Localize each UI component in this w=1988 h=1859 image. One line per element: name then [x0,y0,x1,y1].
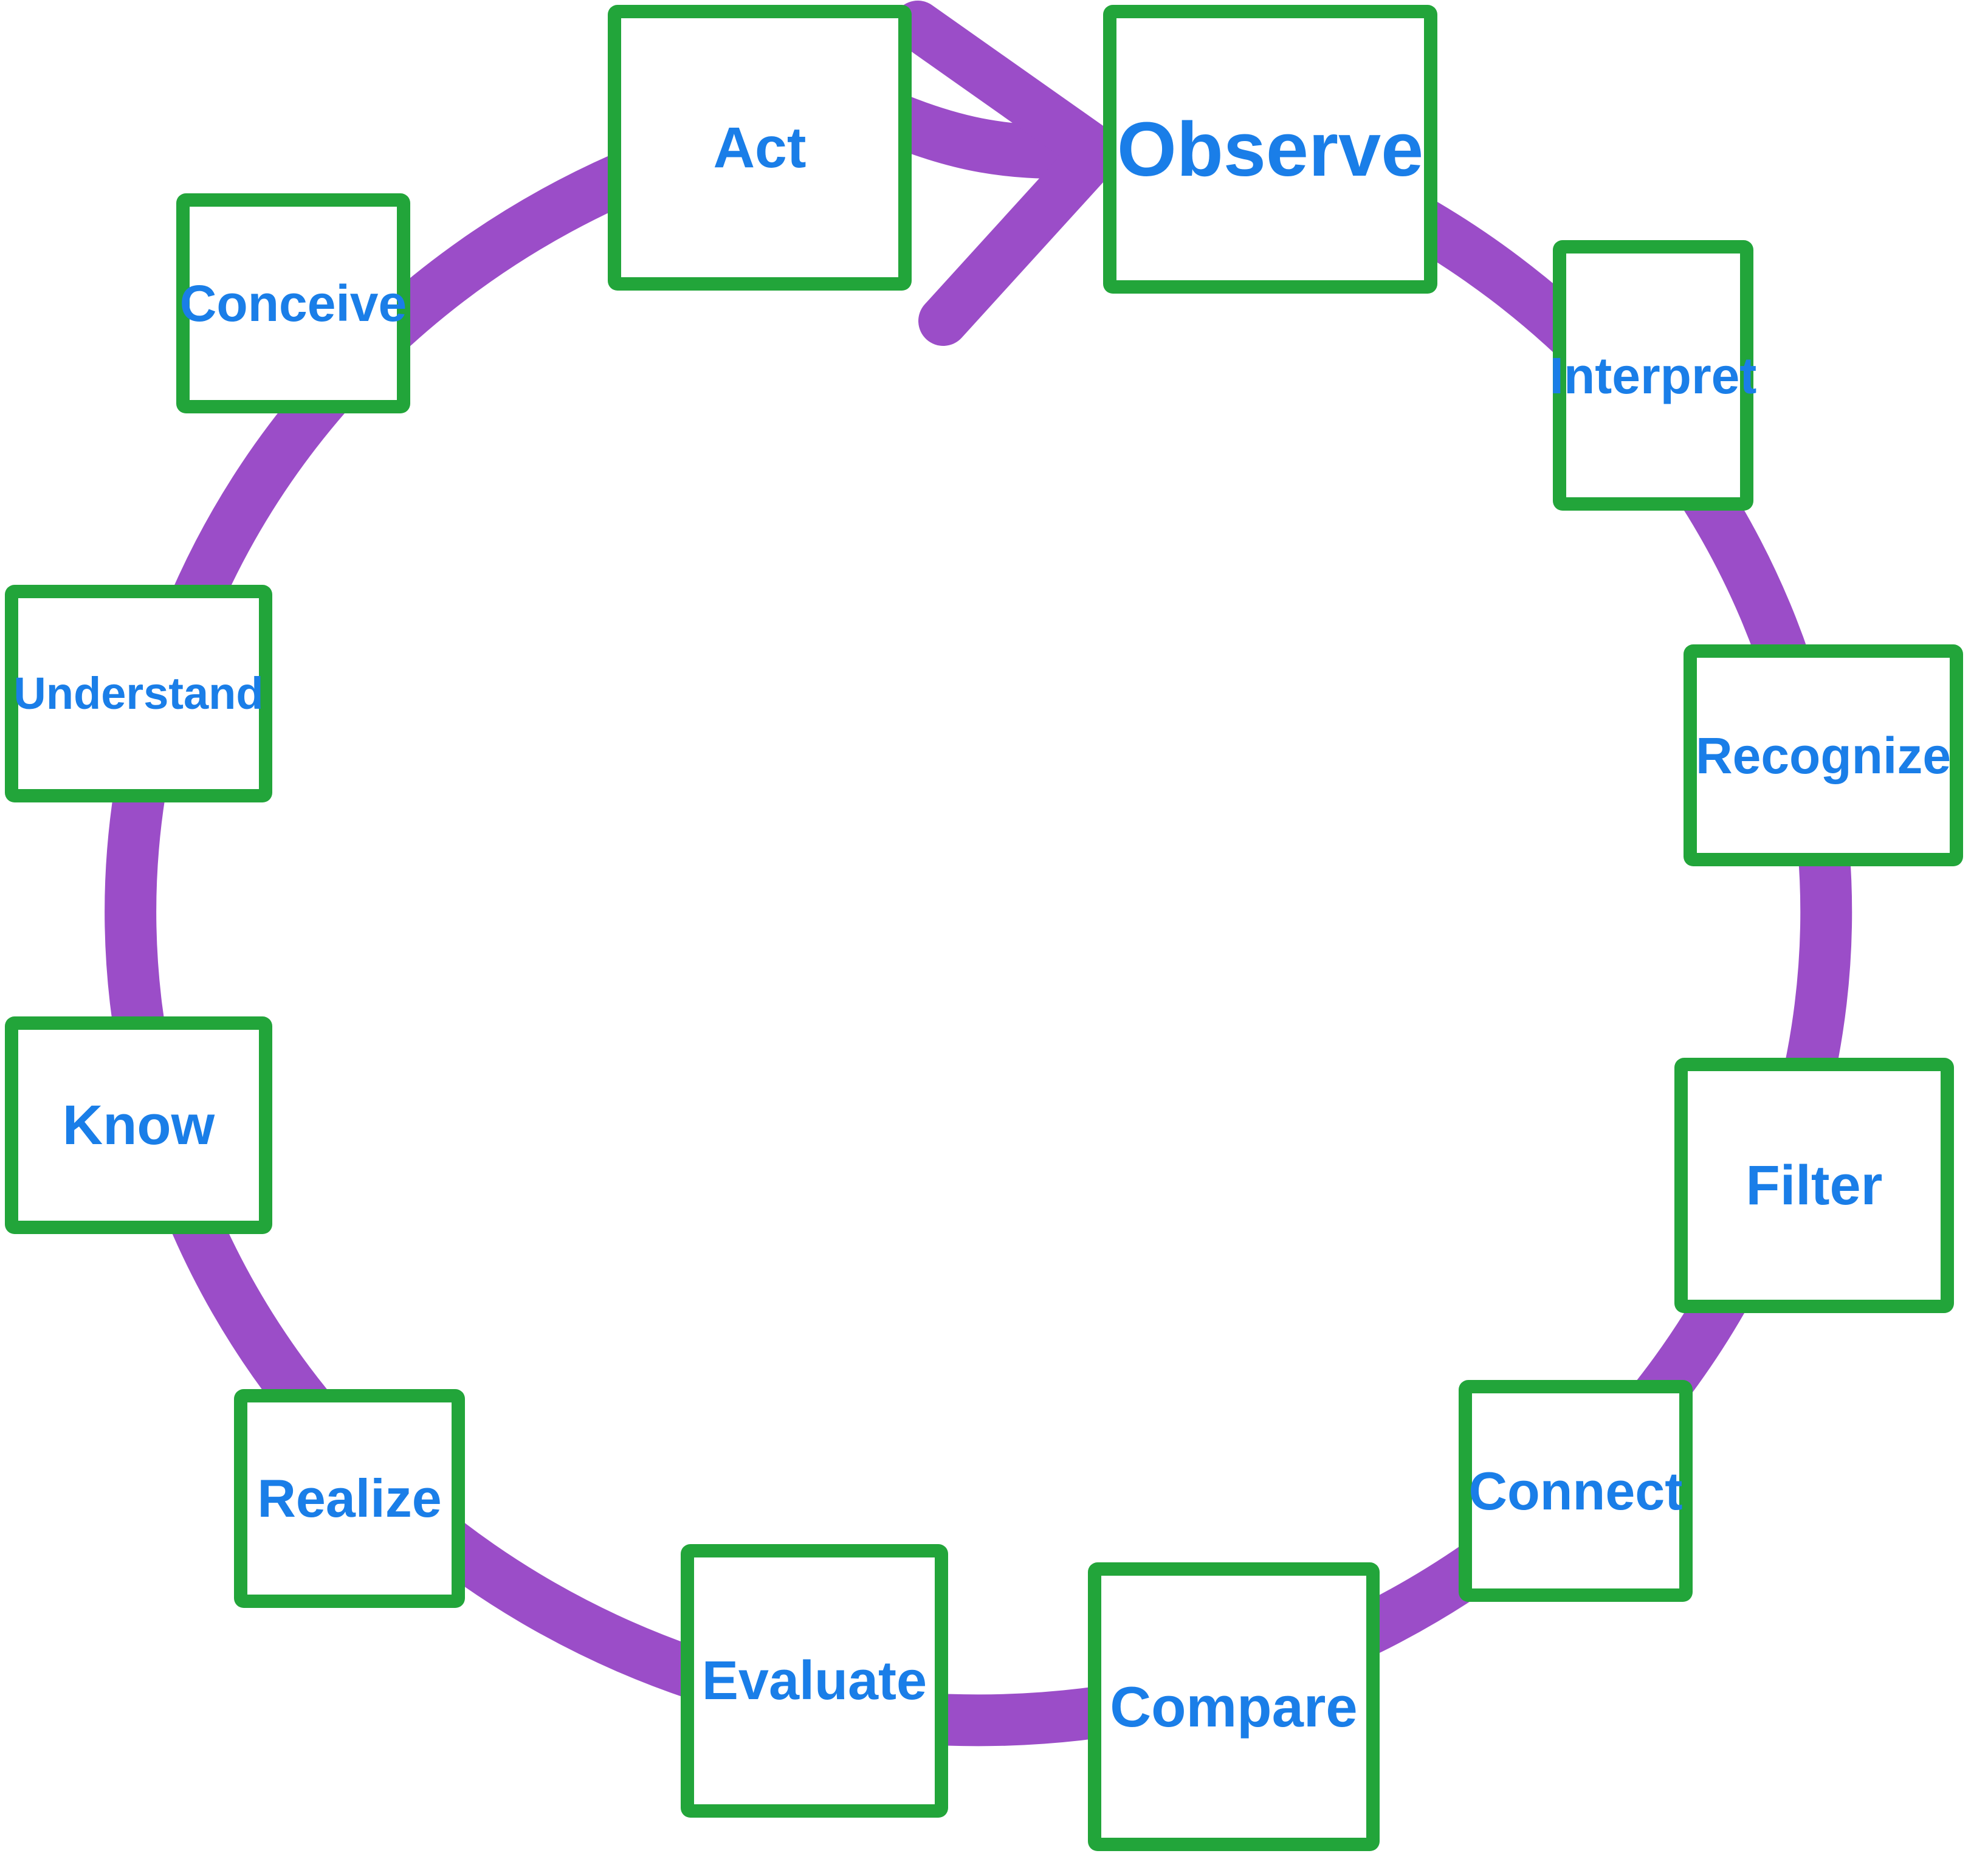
node-filter-label: Filter [1746,1154,1883,1216]
node-act: Act [608,5,912,291]
node-observe: Observe [1103,5,1437,294]
node-act-label: Act [713,115,807,180]
node-evaluate: Evaluate [681,1544,948,1818]
node-conceive: Conceive [176,193,410,413]
node-connect: Connect [1459,1380,1693,1602]
node-understand-label: Understand [13,668,264,719]
node-realize: Realize [234,1389,465,1608]
node-interpret-label: Interpret [1549,347,1757,404]
cycle-ring-connector [105,89,1852,1747]
node-interpret: Interpret [1550,240,1756,511]
node-recognize-label: Recognize [1695,726,1952,784]
node-evaluate-label: Evaluate [701,1650,927,1711]
node-filter: Filter [1674,1058,1954,1313]
node-compare-label: Compare [1110,1674,1358,1739]
act-to-observe-arrow-icon [867,1,1122,346]
node-realize-label: Realize [257,1468,442,1528]
node-understand: Understand [5,585,272,802]
node-connect-label: Connect [1468,1460,1683,1521]
node-recognize: Recognize [1684,644,1963,866]
arrow-tail [867,92,1102,179]
node-compare: Compare [1088,1562,1380,1851]
arrow-head [893,1,1122,346]
node-know-label: Know [62,1094,215,1156]
node-conceive-label: Conceive [179,275,407,332]
node-know: Know [5,1016,272,1234]
node-observe-label: Observe [1116,106,1424,192]
